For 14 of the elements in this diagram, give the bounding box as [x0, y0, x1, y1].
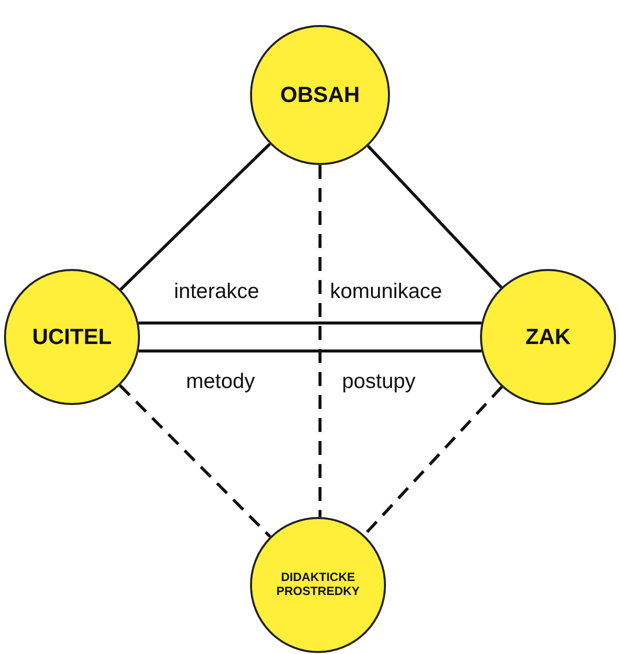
connector-line	[120, 142, 271, 291]
line-label: komunikace	[330, 280, 442, 304]
connector-line	[366, 144, 502, 289]
node-label: UCITEL	[32, 324, 112, 350]
node-label: DIDAKTICKE PROSTREDKY	[275, 571, 361, 599]
dashed-line	[118, 384, 272, 538]
line-label: metody	[186, 370, 255, 394]
connector-line	[138, 350, 482, 352]
line-label: interakce	[174, 280, 260, 304]
line-label: postupy	[342, 370, 416, 394]
dashed-line	[318, 165, 322, 518]
node-label: ZAK	[525, 324, 571, 350]
node-label: OBSAH	[280, 82, 360, 108]
connector-line	[138, 322, 482, 324]
